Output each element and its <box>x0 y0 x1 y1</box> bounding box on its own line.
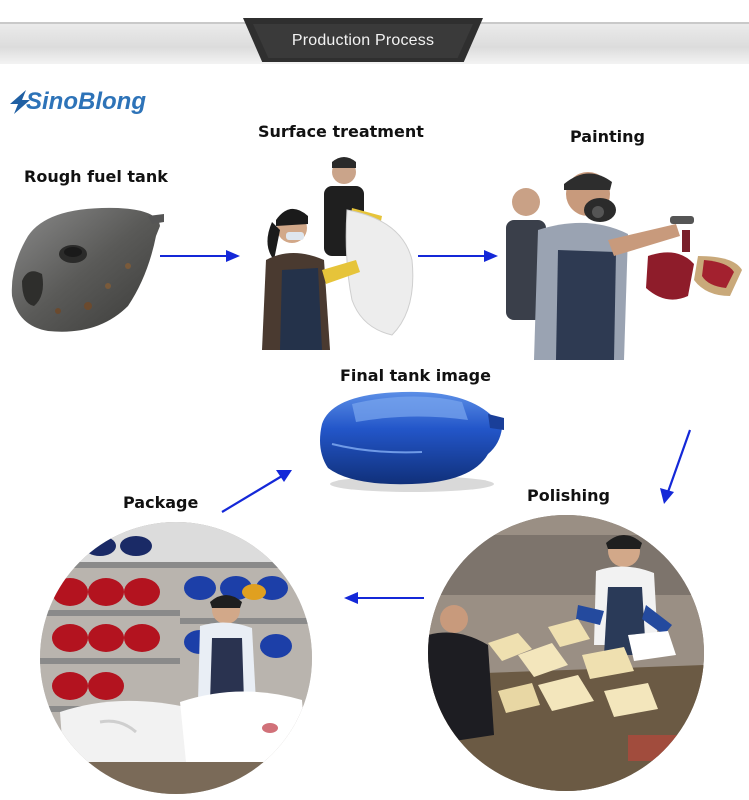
label-final-tank-image: Final tank image <box>340 366 491 385</box>
arrow-down-icon <box>660 429 692 504</box>
surface-treatment-image <box>252 150 422 362</box>
arrow-up-right-icon <box>221 470 292 513</box>
arrow-right-icon <box>418 250 498 262</box>
brand-logo: SinoBlong <box>6 84 156 118</box>
painting-image <box>498 160 748 364</box>
label-polishing: Polishing <box>527 486 610 505</box>
package-image <box>40 522 312 794</box>
rough-tank-image <box>8 196 168 346</box>
label-surface-treatment: Surface treatment <box>258 122 424 141</box>
polishing-image <box>428 515 704 791</box>
logo-text: SinoBlong <box>26 88 146 115</box>
label-rough-fuel-tank: Rough fuel tank <box>24 167 168 186</box>
arrow-right-icon <box>160 250 240 262</box>
label-package: Package <box>123 493 199 512</box>
arrow-left-icon <box>344 592 424 604</box>
logo-icon: SinoBlong <box>10 88 146 115</box>
label-painting: Painting <box>570 127 645 146</box>
page-title: Production Process <box>253 24 473 58</box>
final-tank-image <box>312 384 506 494</box>
